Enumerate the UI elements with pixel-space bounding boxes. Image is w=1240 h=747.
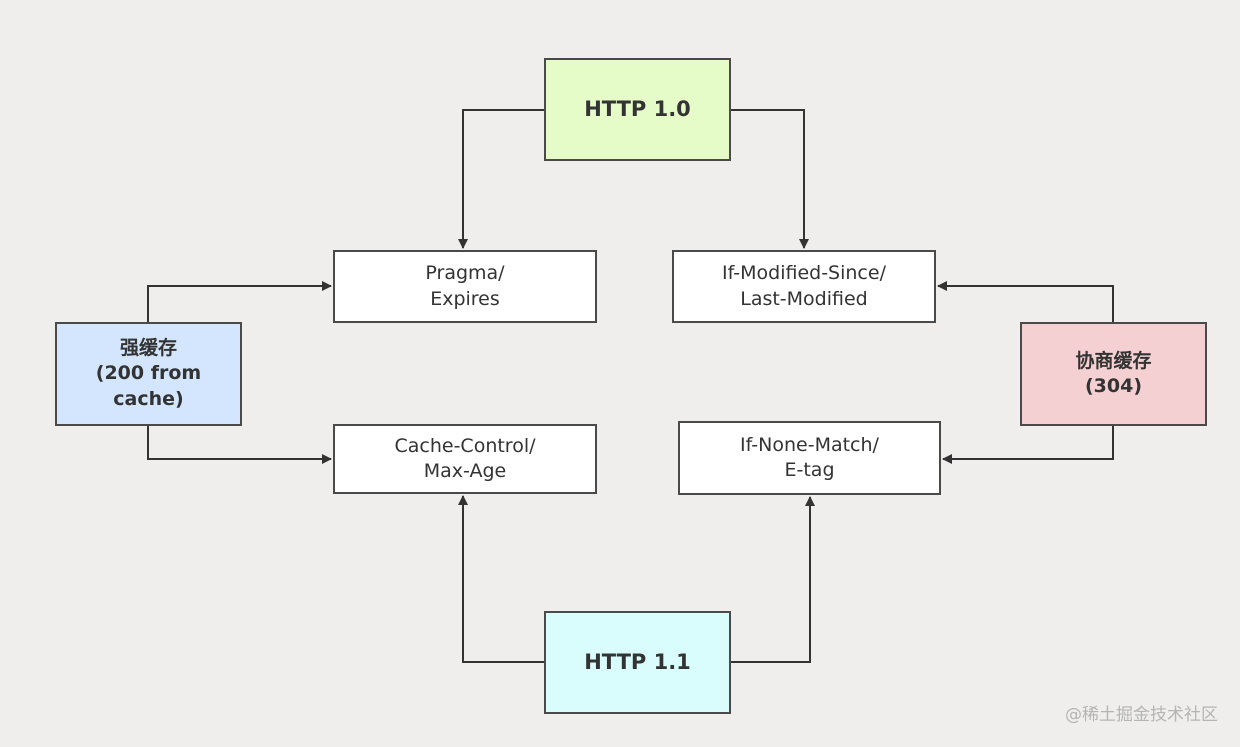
cache-control-label-line2: Max-Age: [423, 460, 507, 482]
http10-label: HTTP 1.0: [584, 96, 691, 121]
edge-http11-to-inm: [731, 496, 815, 663]
edge-strong-to-cc: [147, 426, 332, 464]
edge-http11-to-cc: [458, 495, 544, 663]
negotiated-cache-label-line2: (304): [1084, 375, 1143, 397]
edge-nego-to-inm: [942, 426, 1114, 464]
pragma-expires-label-line2: Expires: [430, 287, 500, 310]
negotiated-cache-label-line1: 协商缓存: [1075, 349, 1152, 372]
edge-strong-to-pragma: [147, 281, 332, 322]
if-none-match-node: If-None-Match/ E-tag: [678, 421, 941, 495]
edge-nego-to-ims: [937, 281, 1114, 322]
edge-http10-to-ims: [731, 109, 809, 249]
strong-cache-label-line1: 强缓存: [119, 337, 177, 360]
cache-control-label-line1: Cache-Control/: [394, 434, 536, 457]
strong-cache-label-line2: (200 from: [95, 362, 202, 385]
pragma-expires-label-line1: Pragma/: [425, 262, 505, 285]
strong-cache-node: 强缓存 (200 from cache): [55, 322, 242, 426]
if-modified-since-label-line2: Last-Modified: [740, 287, 868, 310]
http10-node: HTTP 1.0: [544, 58, 731, 161]
if-modified-since-node: If-Modified-Since/ Last-Modified: [672, 250, 936, 323]
if-none-match-label-line2: E-tag: [784, 459, 835, 481]
negotiated-cache-node: 协商缓存 (304): [1020, 322, 1207, 426]
if-none-match-label-line1: If-None-Match/: [740, 433, 879, 456]
pragma-expires-node: Pragma/ Expires: [333, 250, 597, 323]
http11-node: HTTP 1.1: [544, 611, 731, 714]
if-modified-since-label-line1: If-Modified-Since/: [722, 262, 886, 285]
watermark: @稀土掘金技术社区: [1065, 705, 1218, 725]
cache-control-node: Cache-Control/ Max-Age: [333, 424, 597, 494]
strong-cache-label-line3: cache): [113, 387, 184, 410]
edge-http10-to-pragma: [458, 109, 544, 249]
http11-label: HTTP 1.1: [584, 649, 691, 674]
